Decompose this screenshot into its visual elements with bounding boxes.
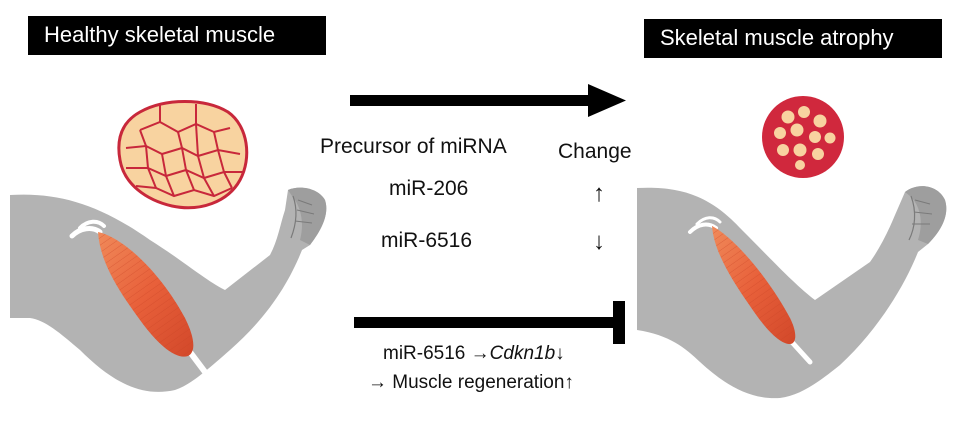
cdkn1b-gene: Cdkn1b — [489, 343, 556, 364]
inhibition-line — [354, 301, 625, 344]
atrophy-arm-silhouette — [637, 186, 947, 399]
precursor-label: Precursor of miRNA — [320, 135, 507, 158]
atrophy-fist — [905, 186, 947, 244]
atrophy-arm-illustration — [637, 186, 947, 399]
mir206-label: miR-206 — [389, 177, 469, 200]
change-label: Change — [558, 140, 632, 163]
title-muscle-atrophy: Skeletal muscle atrophy — [644, 19, 942, 58]
healthy-fiber-cross-section — [117, 100, 249, 210]
cdkn1b-down-icon: ↓ — [555, 343, 565, 364]
healthy-arm-illustration — [10, 187, 327, 392]
change-arrow — [350, 84, 626, 117]
regeneration-line: → Muscle regeneration↑ — [368, 372, 574, 393]
title-healthy-muscle: Healthy skeletal muscle — [28, 16, 326, 55]
mir6516-label: miR-6516 — [381, 229, 473, 252]
cdkn1b-prefix: miR-6516 → — [383, 343, 490, 364]
healthy-arm-silhouette — [10, 187, 327, 392]
atrophy-fiber-cross-section — [762, 96, 844, 178]
down-arrow-icon: ↓ — [593, 228, 605, 255]
cdkn1b-line: miR-6516 →Cdkn1b↓ — [383, 343, 565, 365]
up-arrow-icon: ↑ — [593, 180, 605, 207]
healthy-fist — [288, 187, 327, 245]
